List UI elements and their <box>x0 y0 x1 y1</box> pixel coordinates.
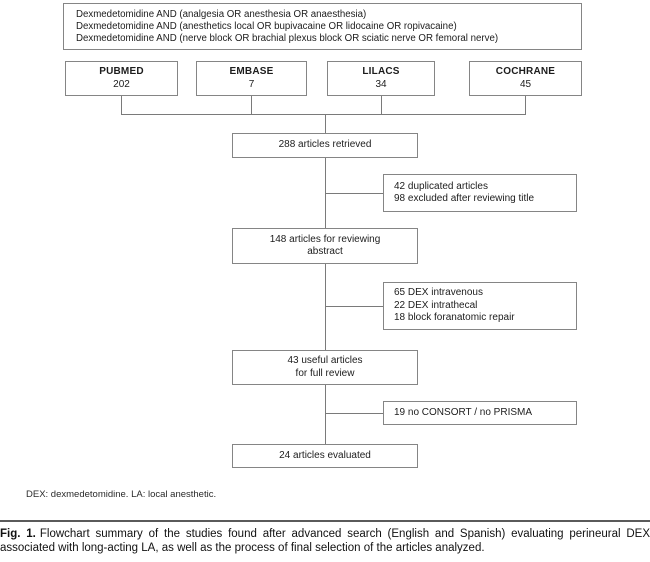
exclusion-line: 42 duplicated articles <box>394 180 488 192</box>
connector-hline-branch-dex <box>325 306 383 307</box>
search-term-line-2: Dexmedetomidine AND (anesthetics local O… <box>76 21 457 32</box>
abbreviations-footnote: DEX: dexmedetomidine. LA: local anesthet… <box>26 489 217 500</box>
figure-caption: Fig. 1.Flowchart summary of the studies … <box>0 528 650 555</box>
connector-vline-to-retrieved <box>325 114 326 133</box>
excluded-duplicated-box: 42 duplicated articles 98 excluded after… <box>383 174 577 212</box>
excluded-dex-box: 65 DEX intravenous 22 DEX intrathecal 18… <box>383 282 577 330</box>
full-review-label-line-1: 43 useful articles <box>287 355 363 366</box>
database-name: EMBASE <box>229 66 274 77</box>
connector-vline-embase <box>251 96 252 115</box>
connector-hline-collector <box>121 114 526 115</box>
connector-vline-reviewing-to-fullreview <box>325 264 326 350</box>
full-review-label-line-2: for full review <box>295 367 355 379</box>
exclusion-line: 65 DEX intravenous <box>394 287 483 299</box>
retrieved-label: 288 articles retrieved <box>278 139 372 151</box>
database-count: 45 <box>519 78 532 90</box>
retrieved-box: 288 articles retrieved <box>232 133 418 158</box>
database-count: 34 <box>375 78 387 90</box>
exclusion-line: 19 no CONSORT / no PRISMA <box>394 406 533 418</box>
exclusion-line: 22 DEX intrathecal <box>394 299 478 311</box>
reviewing-label-line-2: abstract <box>307 246 343 257</box>
caption-divider-rule <box>0 520 650 522</box>
connector-hline-branch-duplicated <box>325 193 383 194</box>
database-box-pubmed: PUBMED 202 <box>65 61 178 96</box>
search-term-line-3: Dexmedetomidine AND (nerve block OR brac… <box>76 33 499 44</box>
database-box-cochrane: COCHRANE 45 <box>469 61 582 96</box>
connector-vline-lilacs <box>381 96 382 115</box>
database-count: 202 <box>113 78 130 90</box>
search-terms-box: Dexmedetomidine AND (analgesia OR anesth… <box>63 3 582 50</box>
reviewing-label-line-1: 148 articles for reviewing <box>269 233 381 245</box>
connector-vline-fullreview-to-evaluated <box>325 385 326 444</box>
database-name: PUBMED <box>99 66 144 77</box>
connector-vline-pubmed <box>121 96 122 115</box>
evaluated-label: 24 articles evaluated <box>279 449 371 461</box>
database-box-lilacs: LILACS 34 <box>327 61 435 96</box>
database-name: COCHRANE <box>495 66 556 77</box>
exclusion-line: 18 block foranatomic repair <box>394 312 515 324</box>
connector-hline-branch-consort <box>325 413 383 414</box>
search-term-line-1: Dexmedetomidine AND (analgesia OR anesth… <box>76 9 367 20</box>
database-name: LILACS <box>362 66 400 77</box>
reviewing-abstract-box: 148 articles for reviewing abstract <box>232 228 418 264</box>
full-review-box: 43 useful articles for full review <box>232 350 418 385</box>
excluded-consort-box: 19 no CONSORT / no PRISMA <box>383 401 577 425</box>
figure-caption-text: Flowchart summary of the studies found a… <box>0 528 650 554</box>
database-count: 7 <box>248 78 255 90</box>
figure-caption-label: Fig. 1. <box>0 528 36 540</box>
evaluated-box: 24 articles evaluated <box>232 444 418 468</box>
exclusion-line: 98 excluded after reviewing title <box>394 193 535 204</box>
connector-vline-cochrane <box>525 96 526 115</box>
database-box-embase: EMBASE 7 <box>196 61 307 96</box>
